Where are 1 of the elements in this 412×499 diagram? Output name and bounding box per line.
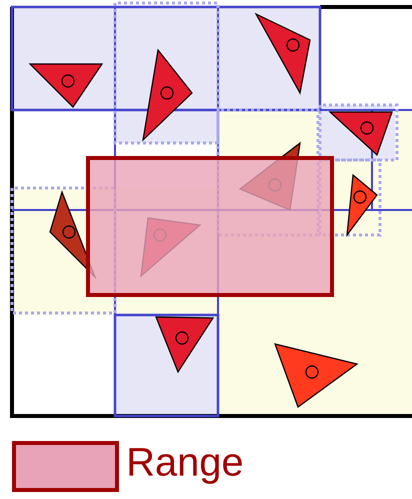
legend-label: Range <box>129 448 242 484</box>
